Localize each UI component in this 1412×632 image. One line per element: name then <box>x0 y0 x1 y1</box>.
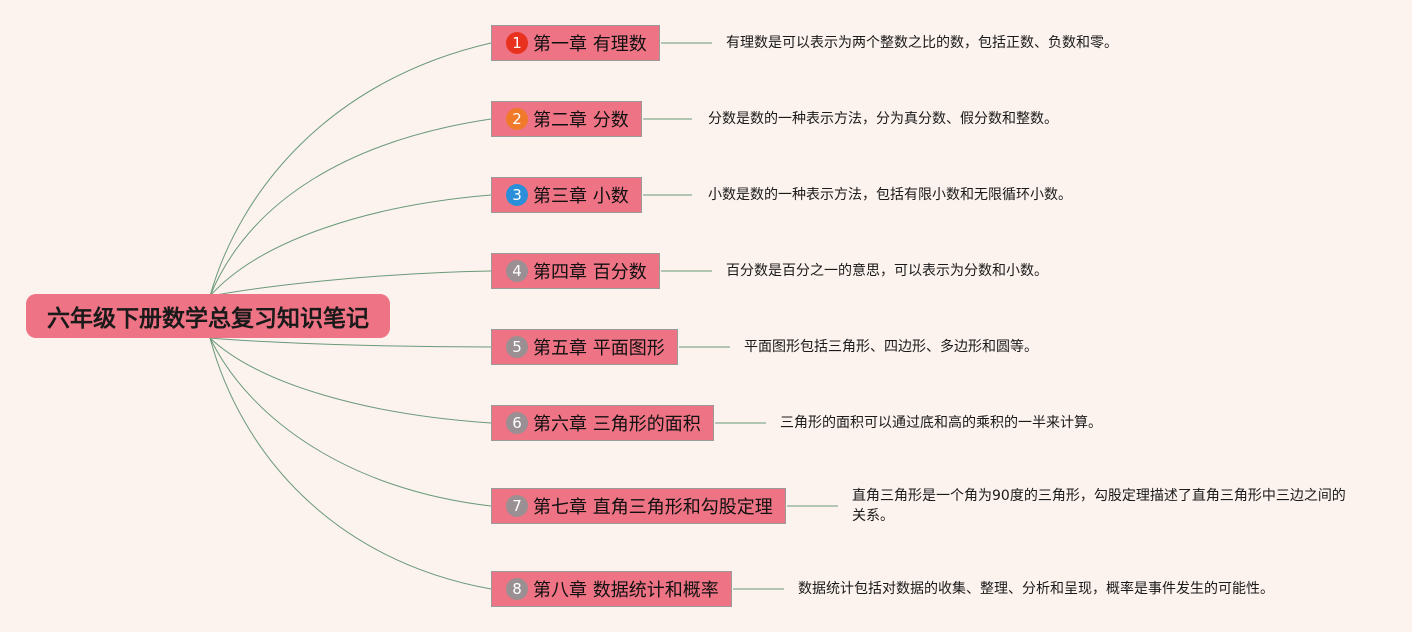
chapter-title: 第二章 分数 <box>533 110 629 131</box>
chapter-title: 第一章 有理数 <box>533 34 647 55</box>
connector-main-4 <box>209 270 492 297</box>
chapter-node-4[interactable]: 4 第四章 百分数 <box>491 253 660 289</box>
chapter-title: 第七章 直角三角形和勾股定理 <box>533 497 773 518</box>
chapter-title: 第六章 三角形的面积 <box>533 414 701 435</box>
chapter-description-6: 三角形的面积可以通过底和高的乘积的一半来计算。 <box>780 415 1102 431</box>
chapter-title: 第三章 小数 <box>533 186 629 207</box>
chapter-description-1: 有理数是可以表示为两个整数之比的数，包括正数、负数和零。 <box>726 35 1118 51</box>
chapter-description-3: 小数是数的一种表示方法，包括有限小数和无限循环小数。 <box>708 187 1072 203</box>
chapter-node-3[interactable]: 3 第三章 小数 <box>491 177 642 213</box>
root-topic-label: 六年级下册数学总复习知识笔记 <box>47 306 369 332</box>
chapter-node-6[interactable]: 6 第六章 三角形的面积 <box>491 405 714 441</box>
chapter-number-badge: 4 <box>506 260 528 282</box>
connector-main-6 <box>209 337 492 424</box>
connector-main-2 <box>209 118 492 297</box>
connector-main-8 <box>209 337 492 590</box>
chapter-description-8: 数据统计包括对数据的收集、整理、分析和呈现，概率是事件发生的可能性。 <box>798 581 1274 597</box>
chapter-node-8[interactable]: 8 第八章 数据统计和概率 <box>491 571 732 607</box>
chapter-description-4: 百分数是百分之一的意思，可以表示为分数和小数。 <box>726 263 1048 279</box>
root-topic[interactable]: 六年级下册数学总复习知识笔记 <box>26 294 390 338</box>
chapter-node-5[interactable]: 5 第五章 平面图形 <box>491 329 678 365</box>
chapter-number-badge: 8 <box>506 578 528 600</box>
chapter-node-1[interactable]: 1 第一章 有理数 <box>491 25 660 61</box>
chapter-number-badge: 6 <box>506 412 528 434</box>
connector-main-1 <box>209 42 492 297</box>
chapter-title: 第四章 百分数 <box>533 262 647 283</box>
chapter-title: 第八章 数据统计和概率 <box>533 580 719 601</box>
chapter-number-badge: 5 <box>506 336 528 358</box>
connector-main-3 <box>209 194 492 297</box>
chapter-node-7[interactable]: 7 第七章 直角三角形和勾股定理 <box>491 488 786 524</box>
chapter-description-2: 分数是数的一种表示方法，分为真分数、假分数和整数。 <box>708 111 1058 127</box>
connector-main-5 <box>209 337 492 348</box>
chapter-title: 第五章 平面图形 <box>533 338 665 359</box>
chapter-number-badge: 7 <box>506 495 528 517</box>
chapter-number-badge: 1 <box>506 32 528 54</box>
connector-main-7 <box>209 337 492 507</box>
chapter-number-badge: 3 <box>506 184 528 206</box>
chapter-description-5: 平面图形包括三角形、四边形、多边形和圆等。 <box>744 339 1038 355</box>
chapter-description-7: 直角三角形是一个角为90度的三角形，勾股定理描述了直角三角形中三边之间的关系。 <box>852 488 1346 524</box>
chapter-number-badge: 2 <box>506 108 528 130</box>
chapter-node-2[interactable]: 2 第二章 分数 <box>491 101 642 137</box>
